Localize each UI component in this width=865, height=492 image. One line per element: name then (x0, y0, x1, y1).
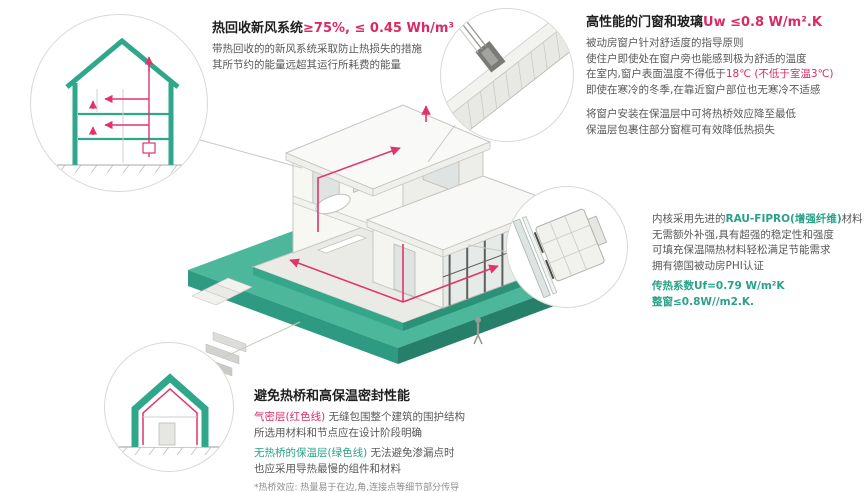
ventilation-title-text: 热回收新风系统 (212, 21, 304, 36)
window-profile-icon (512, 208, 608, 299)
insulation-layer-label: 无热桥的保温层(绿色线) (254, 447, 368, 459)
ventilation-section: 热回收新风系统≥75%, ≤ 0.45 Wh/m³ 带热回收的的新风系统采取防止… (212, 20, 512, 73)
ventilation-desc-2: 其所节约的能量远超其运行所耗费的能量 (212, 58, 401, 71)
isometric-house-illustration (188, 104, 613, 377)
ventilation-illustration-circle (30, 14, 208, 192)
ventilation-duct-lines (289, 105, 499, 303)
ventilation-title: 热回收新风系统≥75%, ≤ 0.45 Wh/m³ (212, 20, 512, 37)
thermal-line-3: 无热桥的保温层(绿色线) 无法避免渗漏点时 (254, 446, 594, 462)
windows-section: 高性能的门窗和玻璃Uw ≤0.8 W/m².K 被动房窗户针对舒适度的指导原则 … (586, 14, 862, 138)
windows-title: 高性能的门窗和玻璃Uw ≤0.8 W/m².K (586, 14, 862, 31)
airtight-layer-label: 气密层(红色线) (254, 411, 326, 423)
windows-line-3: 在室内,窗户表面温度不得低于18℃ (不低于室温3℃) (586, 67, 862, 83)
ventilation-desc-1: 带热回收的的新风系统采取防止热损失的措施 (212, 43, 422, 55)
windows-title-text: 高性能的门窗和玻璃 (586, 15, 704, 30)
windows-line-4: 即使在寒冷的冬季,在靠近窗户部位也无寒冷不适感 (586, 83, 821, 96)
thermal-line-1-text: 无缝包围整个建筑的围护结构 (325, 411, 466, 423)
profile-line-4: 拥有德国被动房PHI认证 (652, 259, 764, 272)
profile-u-frame: 传热系数Uf=0.79 W/m²K (652, 280, 785, 292)
ventilation-value: ≥75%, ≤ 0.45 Wh/m³ (303, 21, 455, 36)
house-cross-section-icon (57, 37, 185, 174)
profile-line-1-tail: 材料 (841, 213, 863, 225)
thermal-line-3-text: 无法避免渗漏点时 (367, 447, 455, 459)
window-install-detail-circle (440, 8, 574, 142)
windows-line-1: 被动房窗户针对舒适度的指导原则 (586, 37, 744, 49)
thermal-line-4: 也应采用导热最慢的组件和材料 (254, 462, 401, 475)
profile-u-window: 整窗≤0.8W//m2.K. (652, 295, 755, 308)
windows-line-6: 保温层包裹住部分窗框可有效降低热损失 (586, 123, 775, 136)
frame-profile-circle (506, 186, 628, 308)
windows-line-2: 使住户即使处在窗户旁也能感到极为舒适的温度 (586, 52, 807, 65)
thermal-illustration-circle (104, 342, 234, 472)
thermal-title: 避免热桥和高保温密封性能 (254, 389, 411, 404)
profile-section: 内核采用先进的RAU-FIPRO(增强纤维)材料 无需额外补强,具有超强的稳定性… (652, 212, 864, 310)
profile-line-1-text: 内核采用先进的 (652, 213, 726, 225)
windows-line-3-text: 在室内,窗户表面温度不得低于 (586, 68, 726, 80)
thermal-line-1: 气密层(红色线) 无缝包围整个建筑的围护结构 (254, 410, 594, 426)
windows-line-3-highlight: 18℃ (不低于室温3℃) (725, 68, 834, 80)
thermal-section: 避免热桥和高保温密封性能 气密层(红色线) 无缝包围整个建筑的围护结构 所选用材… (254, 388, 594, 492)
profile-line-3: 可填充保温隔热材料轻松满足节能需求 (652, 244, 831, 256)
thermal-footnote: *热桥效应: 热量易于在边,角,连接点等细节部分传导 (254, 483, 460, 492)
insulated-house-icon (119, 373, 221, 456)
profile-line-1: 内核采用先进的RAU-FIPRO(增强纤维)材料 (652, 212, 864, 228)
thermal-line-2: 所选用材料和节点应在设计阶段明确 (254, 426, 422, 439)
windows-line-5: 将窗户安装在保温层中可将热桥效应降至最低 (586, 108, 796, 120)
profile-line-2: 无需额外补强,具有超强的稳定性和强度 (652, 228, 834, 241)
profile-material-name: RAU-FIPRO(增强纤维) (725, 213, 842, 225)
windows-value: Uw ≤0.8 W/m².K (703, 15, 822, 30)
person-figure (473, 317, 483, 345)
